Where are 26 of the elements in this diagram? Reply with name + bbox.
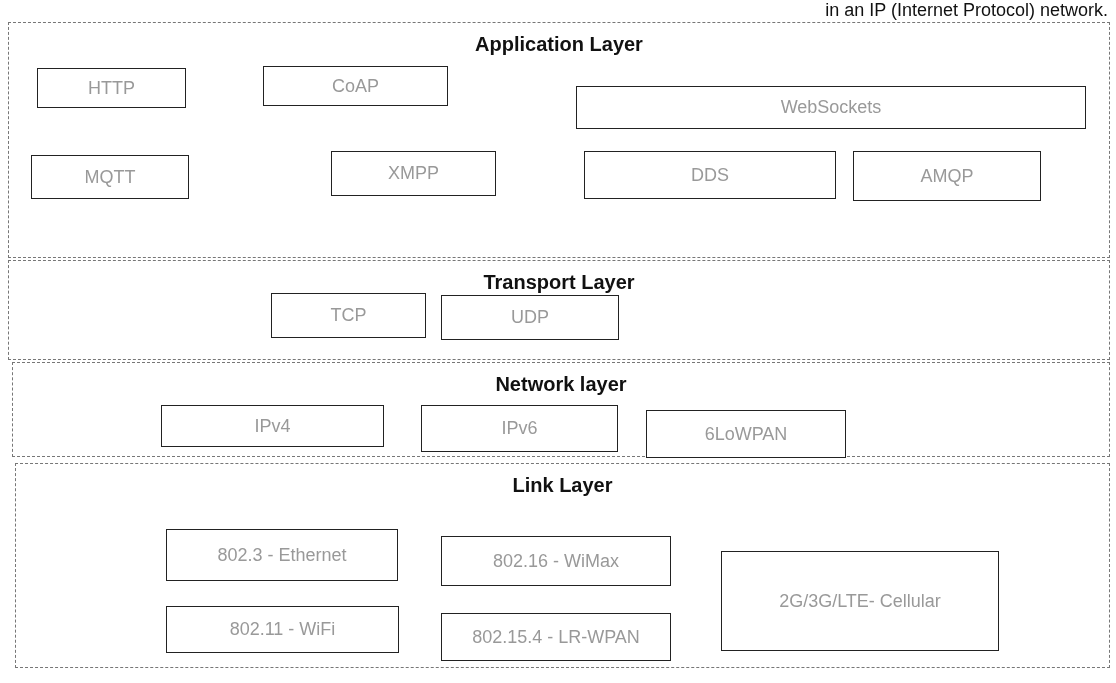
protocol-box: CoAP xyxy=(263,66,448,106)
layer-heading: Network layer xyxy=(494,373,628,396)
protocol-box: XMPP xyxy=(331,151,496,196)
layer-heading: Link Layer xyxy=(511,474,614,497)
protocol-box: 802.15.4 - LR-WPAN xyxy=(441,613,671,661)
protocol-box: 802.16 - WiMax xyxy=(441,536,671,586)
protocol-box: UDP xyxy=(441,295,619,340)
protocol-box: DDS xyxy=(584,151,836,199)
protocol-box: TCP xyxy=(271,293,426,338)
layer-heading: Transport Layer xyxy=(482,271,636,294)
layer-band xyxy=(12,362,1110,457)
protocol-box: 802.11 - WiFi xyxy=(166,606,399,653)
protocol-box: IPv6 xyxy=(421,405,618,452)
layer-heading: Application Layer xyxy=(474,33,644,56)
protocol-box: WebSockets xyxy=(576,86,1086,129)
protocol-box: 6LoWPAN xyxy=(646,410,846,458)
protocol-box: HTTP xyxy=(37,68,186,108)
protocol-box: 2G/3G/LTE- Cellular xyxy=(721,551,999,651)
protocol-box: AMQP xyxy=(853,151,1041,201)
protocol-box: IPv4 xyxy=(161,405,384,447)
protocol-box: MQTT xyxy=(31,155,189,199)
layer-band xyxy=(8,260,1110,360)
protocol-box: 802.3 - Ethernet xyxy=(166,529,398,581)
caption-text: in an IP (Internet Protocol) network. xyxy=(825,0,1108,20)
layer-band xyxy=(15,463,1110,668)
layer-band xyxy=(8,22,1110,258)
